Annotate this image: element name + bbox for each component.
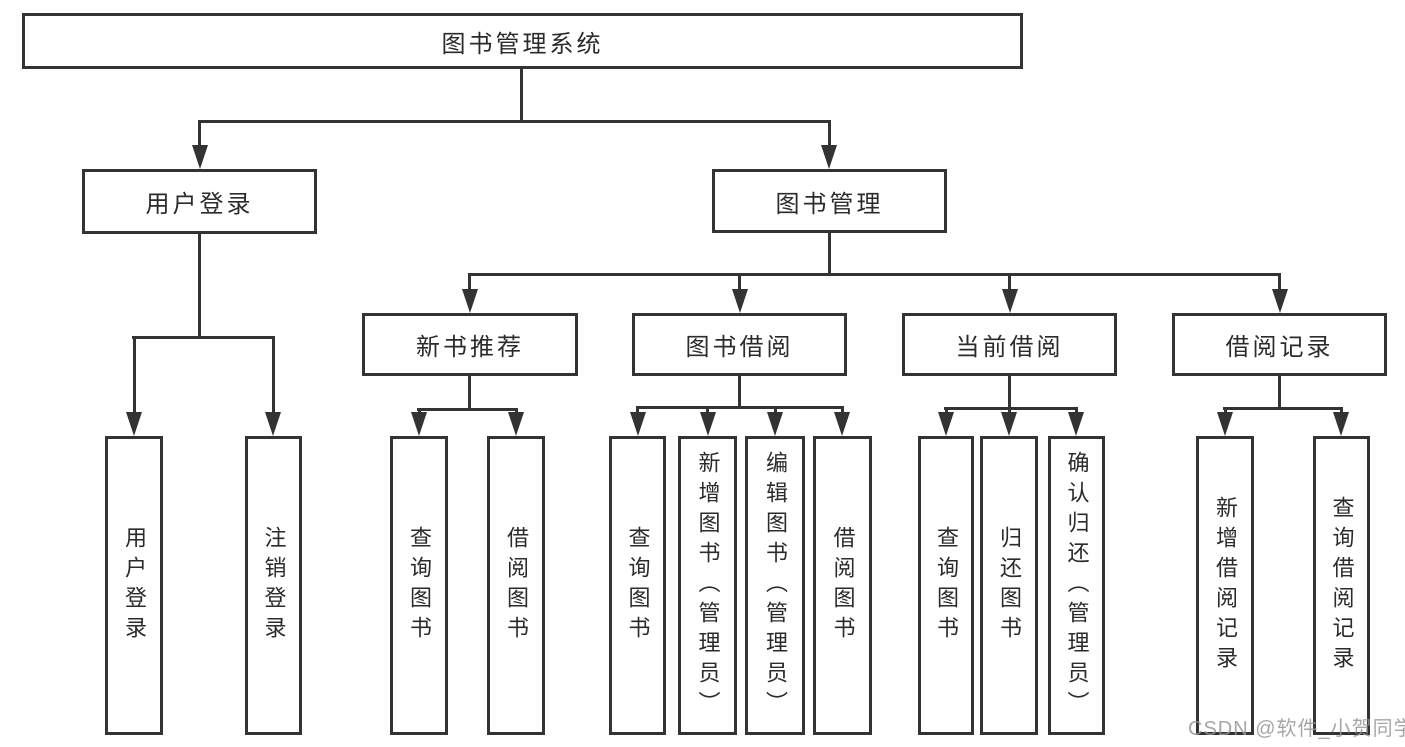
arrow-down-icon (1272, 289, 1288, 313)
connector-arrow-stem (945, 407, 948, 412)
connector-arrow-stem (1340, 407, 1343, 412)
connector-arrow-stem (841, 406, 844, 412)
connector-arrow-stem (774, 406, 777, 412)
connector-records-rail (1223, 407, 1343, 410)
node-br-query-record: 查询借阅记录 (1313, 436, 1370, 735)
connector-currentborrow-stem (1008, 376, 1011, 407)
csdn-watermark: CSDN @软件_小贺同学 (1188, 718, 1405, 740)
connector-arrow-stem (198, 120, 201, 145)
node-cb-query-books: 查询图书 (918, 436, 974, 735)
connector-userlogin-rail (132, 336, 275, 339)
arrow-down-icon (1217, 412, 1233, 436)
node-new-book-recommend: 新书推荐 (362, 313, 578, 376)
arrow-down-icon (508, 412, 524, 436)
node-cb-confirm-return-admin: 确认归还（管理员） (1048, 436, 1105, 735)
connector-arrow-stem (738, 273, 741, 289)
node-bb-edit-books-admin: 编辑图书（管理员） (745, 436, 805, 735)
connector-bookmgmt-stem (828, 233, 831, 273)
arrow-down-icon (834, 412, 850, 436)
node-user-login: 用户登录 (82, 169, 317, 234)
connector-userlogin-stem (198, 234, 201, 336)
node-borrow-records: 借阅记录 (1172, 313, 1387, 376)
connector-arrow-stem (1278, 273, 1281, 289)
arrow-down-icon (192, 145, 208, 169)
connector-arrow-stem (1075, 407, 1078, 412)
node-bb-query-books: 查询图书 (609, 436, 666, 735)
connector-arrow-stem (468, 273, 471, 289)
arrow-down-icon (938, 412, 954, 436)
arrow-down-icon (1001, 412, 1017, 436)
connector-arrow-stem (1008, 407, 1011, 412)
connector-arrow-stem (272, 336, 275, 412)
connector-arrow-stem (133, 336, 136, 412)
connector-newbook-stem (468, 376, 471, 408)
connector-records-stem (1278, 376, 1281, 407)
node-book-borrowing: 图书借阅 (632, 313, 847, 376)
arrow-down-icon (411, 412, 427, 436)
arrow-down-icon (1068, 412, 1084, 436)
connector-bookborrow-rail (636, 406, 844, 409)
arrow-down-icon (126, 412, 142, 436)
connector-arrow-stem (1224, 407, 1227, 412)
node-nbr-query-books: 查询图书 (390, 436, 448, 735)
connector-root-stem (520, 69, 523, 120)
node-logout: 注销登录 (245, 436, 302, 735)
arrow-down-icon (265, 412, 281, 436)
node-br-add-record: 新增借阅记录 (1196, 436, 1254, 735)
node-current-borrowing: 当前借阅 (902, 313, 1117, 376)
arrow-down-icon (732, 289, 748, 313)
connector-currentborrow-rail (944, 407, 1078, 410)
node-nbr-borrow-books: 借阅图书 (487, 436, 545, 735)
connector-arrow-stem (828, 120, 831, 145)
node-library-system: 图书管理系统 (22, 13, 1023, 69)
node-bb-add-books-admin: 新增图书（管理员） (678, 436, 737, 735)
arrow-down-icon (1002, 289, 1018, 313)
node-cb-return-books: 归还图书 (980, 436, 1038, 735)
connector-bookborrow-stem (738, 376, 741, 406)
node-bb-borrow-books: 借阅图书 (813, 436, 872, 735)
connector-arrow-stem (1008, 273, 1011, 289)
connector-arrow-stem (515, 408, 518, 412)
connector-arrow-stem (418, 408, 421, 412)
node-book-management: 图书管理 (712, 169, 947, 233)
arrow-down-icon (700, 412, 716, 436)
connector-root-rail (198, 120, 831, 123)
arrow-down-icon (462, 289, 478, 313)
node-user-login-leaf: 用户登录 (105, 436, 163, 735)
connector-newbook-rail (417, 408, 517, 411)
arrow-down-icon (1333, 412, 1349, 436)
connector-arrow-stem (706, 406, 709, 412)
connector-arrow-stem (636, 406, 639, 412)
connector-bookmgmt-rail (468, 273, 1281, 276)
arrow-down-icon (767, 412, 783, 436)
arrow-down-icon (821, 145, 837, 169)
arrow-down-icon (630, 412, 646, 436)
